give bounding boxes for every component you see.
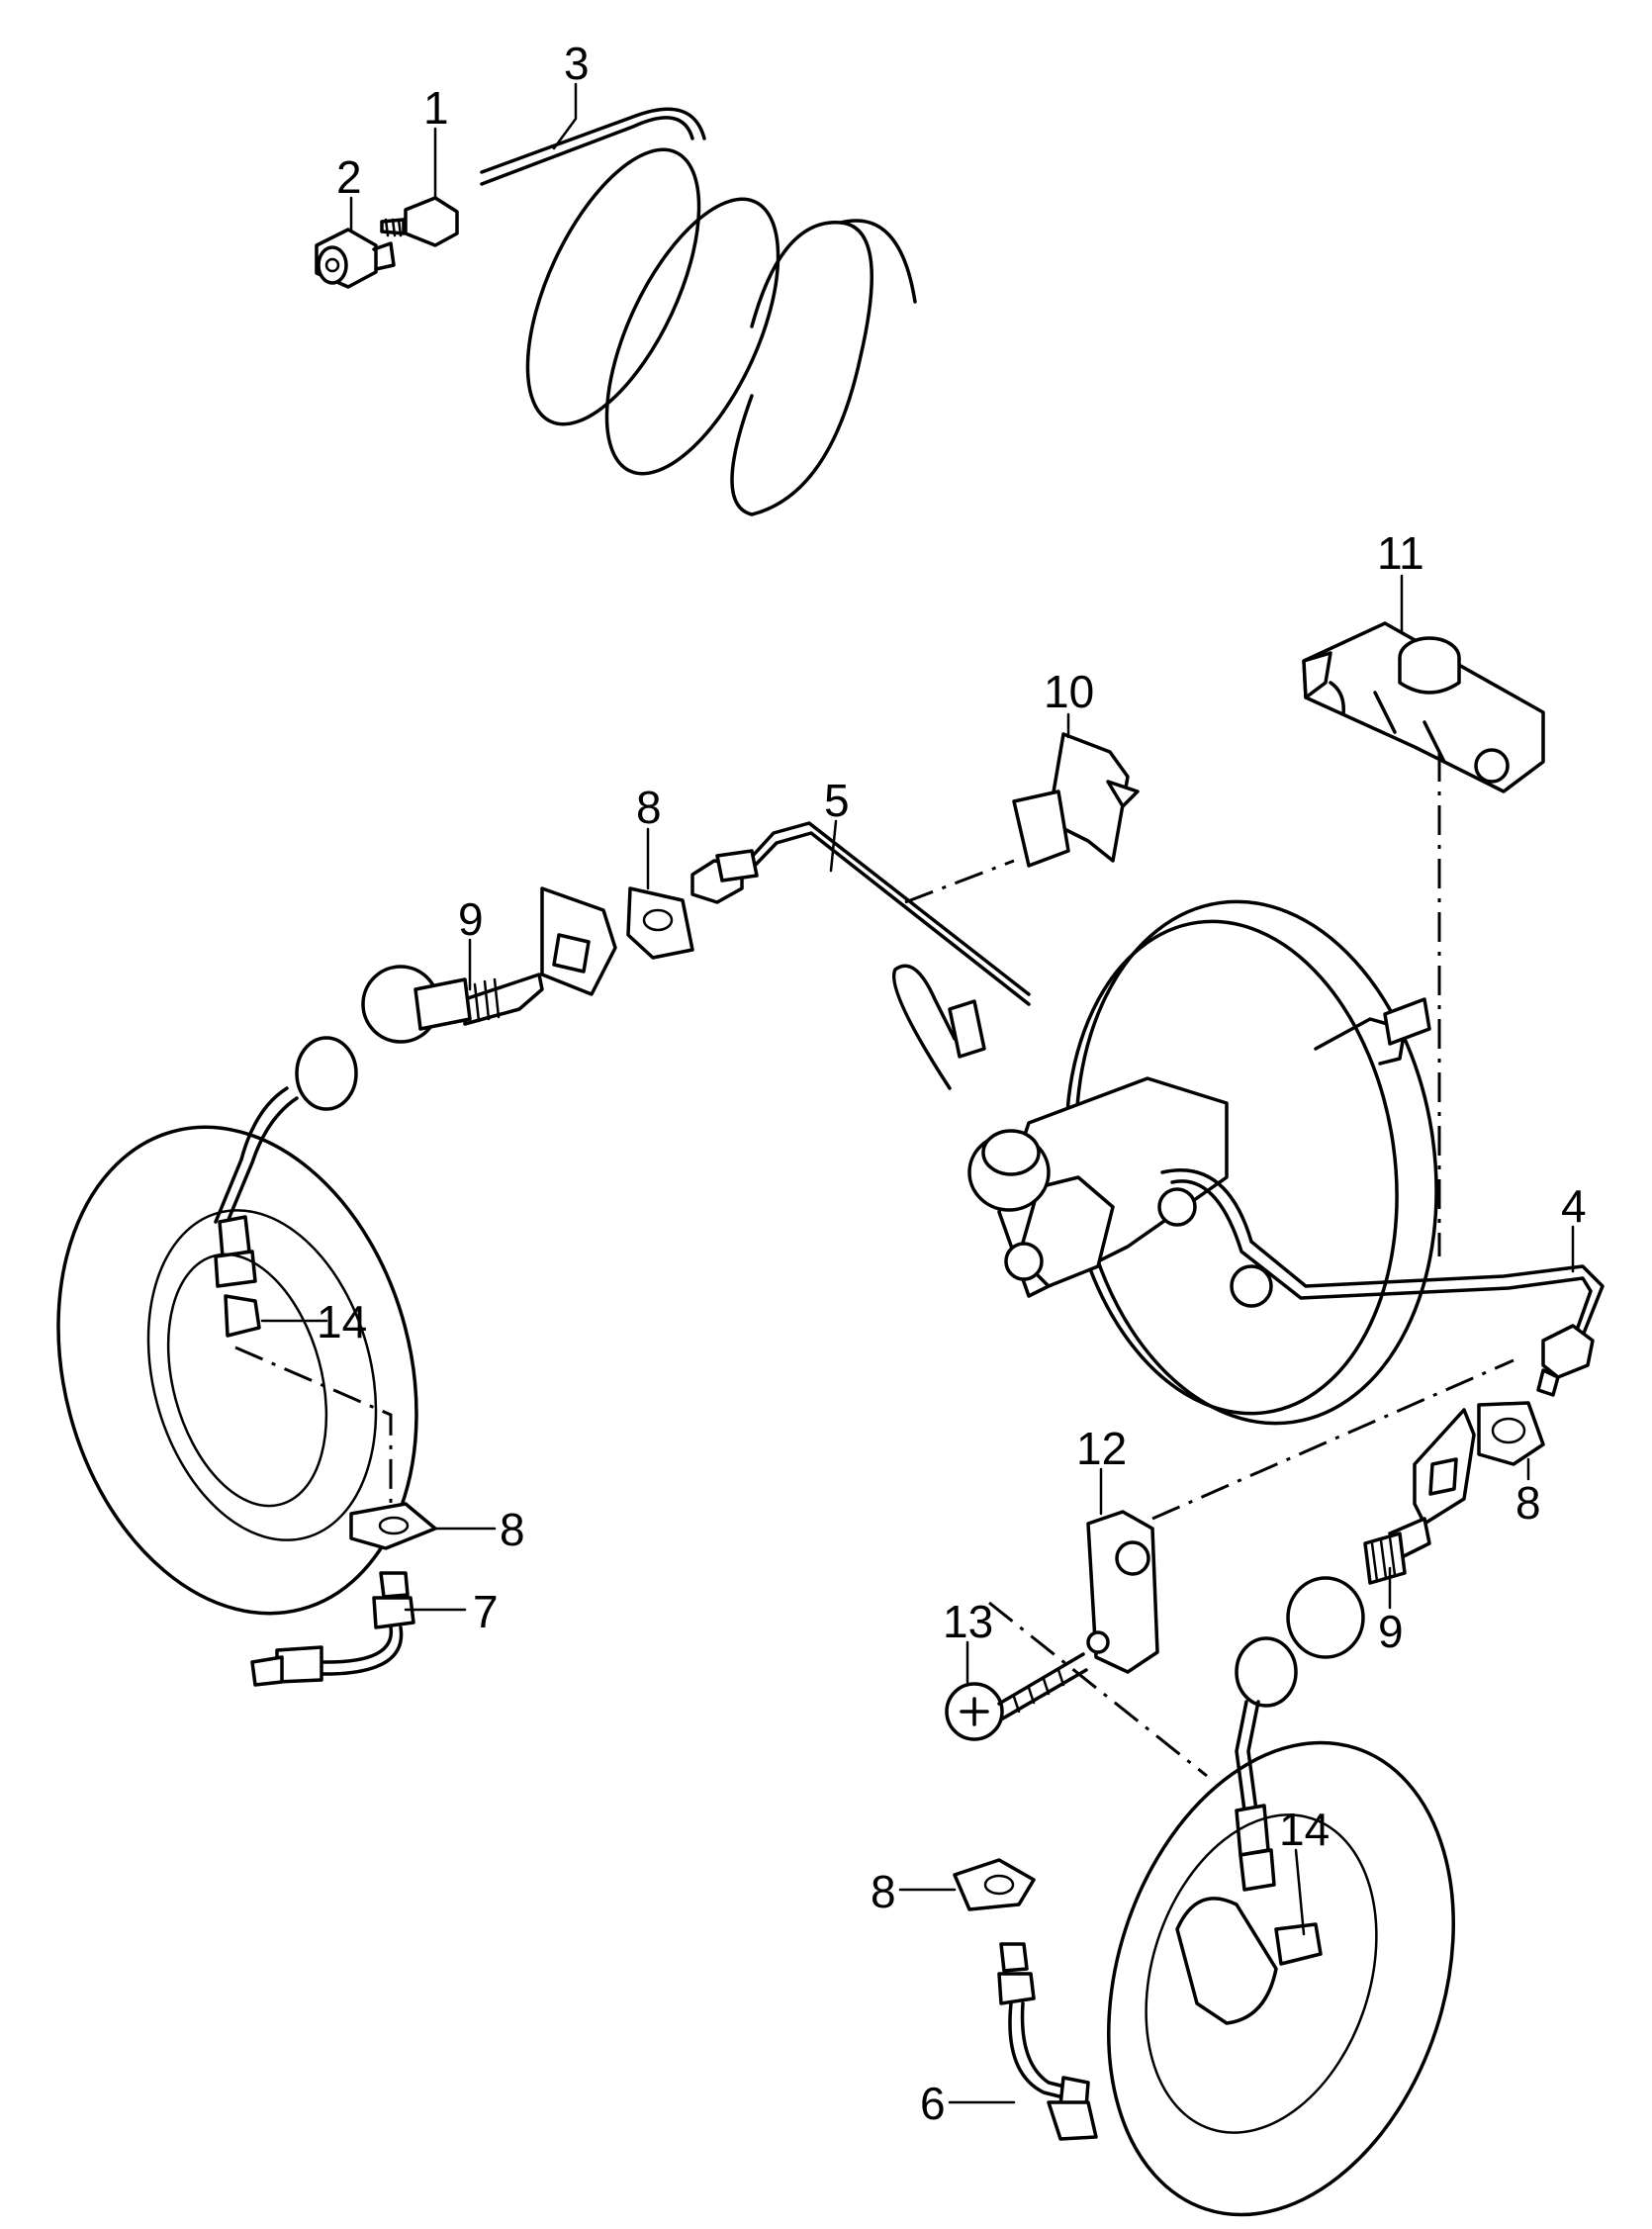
- callout-5: 5: [824, 775, 850, 826]
- union-nut-part-2: [315, 228, 396, 289]
- bracket-part-12: [1086, 1510, 1159, 1674]
- callout-10: 10: [1044, 666, 1094, 717]
- clip-part-8-lower-left: [349, 1502, 437, 1550]
- callout-leaders: [260, 82, 1575, 2104]
- clip-part-8-right: [1477, 1401, 1545, 1466]
- callout-14b: 14: [1279, 1804, 1330, 1855]
- callout-8d: 8: [871, 1866, 896, 1917]
- leader-dashes: [234, 752, 1514, 1778]
- brake-line-part-7: [250, 1571, 415, 1687]
- callout-2: 2: [336, 151, 362, 203]
- clip-part-8-upper: [626, 886, 694, 960]
- brake-line-fitting-part-1: [380, 196, 459, 247]
- callout-11: 11: [1377, 527, 1424, 579]
- brake-hose-part-9-right: [1235, 1517, 1431, 1892]
- brake-line-loop: [892, 964, 986, 1090]
- callout-7: 7: [473, 1586, 499, 1637]
- callout-13: 13: [943, 1596, 993, 1647]
- clip-part-14-left: [224, 1294, 261, 1338]
- brake-line-part-6: [997, 1942, 1098, 2141]
- clip-part-8-lower-right: [953, 1858, 1036, 1911]
- bracket-part-11: [1302, 621, 1545, 793]
- master-cylinder: [967, 1076, 1229, 1298]
- brake-line-part-5: [690, 821, 1031, 1006]
- wheel-right: [1107, 1740, 1455, 2217]
- bracket-clip-right: [1413, 1408, 1476, 1526]
- callout-1: 1: [423, 82, 449, 134]
- callout-8a: 8: [636, 782, 662, 833]
- callout-9b: 9: [1378, 1606, 1404, 1657]
- bracket-clip-left: [540, 886, 617, 996]
- screw-part-13: [945, 1652, 1088, 1741]
- brake-hose-part-9-left: [214, 965, 544, 1288]
- coiled-brake-line-part-3: [480, 107, 917, 516]
- wheel-left: [56, 1125, 418, 1616]
- brake-booster: [1064, 899, 1438, 1426]
- callout-8b: 8: [500, 1504, 525, 1555]
- callout-12: 12: [1076, 1423, 1127, 1474]
- callout-9a: 9: [458, 893, 484, 945]
- callout-8c: 8: [1515, 1477, 1541, 1529]
- callout-labels: 1 2 3 4 5 6 7 8 8 8 8 9 9 10 11 12 13 14…: [317, 38, 1587, 2129]
- bracket-part-10: [1012, 732, 1140, 868]
- callout-6: 6: [920, 2078, 946, 2129]
- callout-14a: 14: [317, 1296, 367, 1347]
- brake-line-part-4: [1160, 1168, 1605, 1397]
- callout-4: 4: [1561, 1180, 1587, 1232]
- callout-3: 3: [564, 38, 590, 89]
